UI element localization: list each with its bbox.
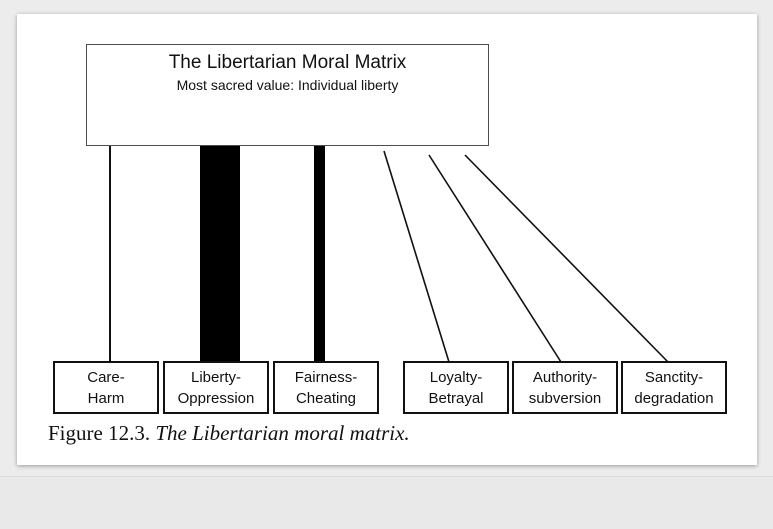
connector-sanctity-degradation — [464, 154, 669, 363]
foundation-label-line2: Harm — [87, 389, 125, 407]
foundation-label-line1: Loyalty- — [429, 368, 483, 386]
matrix-title-box: The Libertarian Moral Matrix Most sacred… — [86, 44, 489, 146]
bottom-strip — [0, 476, 773, 529]
foundation-label-line2: subversion — [528, 389, 602, 407]
foundation-loyalty-betrayal: Loyalty- Betrayal — [403, 361, 509, 414]
foundation-authority-subversion: Authority- subversion — [512, 361, 618, 414]
foundation-sanctity-degradation: Sanctity- degradation — [621, 361, 727, 414]
connector-authority-subversion — [428, 154, 562, 363]
foundation-label-line1: Sanctity- — [644, 368, 704, 386]
caption-prefix: Figure 12.3. — [48, 421, 156, 445]
connector-loyalty-betrayal — [383, 150, 450, 363]
matrix-subtitle: Most sacred value: Individual liberty — [176, 77, 399, 93]
foundation-label-line2: Cheating — [295, 389, 357, 407]
connector-liberty-oppression — [200, 146, 240, 362]
figure-caption: Figure 12.3. The Libertarian moral matri… — [48, 421, 410, 446]
foundation-label-line1: Authority- — [532, 368, 598, 386]
foundation-label-line2: Oppression — [177, 389, 255, 407]
foundation-label-line2: degradation — [634, 389, 714, 407]
foundation-label-line1: Fairness- — [294, 368, 358, 386]
foundation-care-harm: Care- Harm — [53, 361, 159, 414]
caption-italic: The Libertarian moral matrix. — [155, 421, 410, 445]
connector-fairness-cheating — [314, 146, 325, 362]
foundation-label-line2: Betrayal — [428, 389, 484, 407]
foundation-label-line1: Liberty- — [190, 368, 242, 386]
foundation-liberty-oppression: Liberty- Oppression — [163, 361, 269, 414]
foundation-label-line1: Care- — [87, 368, 125, 386]
matrix-title: The Libertarian Moral Matrix — [168, 52, 407, 73]
foundation-fairness-cheating: Fairness- Cheating — [273, 361, 379, 414]
